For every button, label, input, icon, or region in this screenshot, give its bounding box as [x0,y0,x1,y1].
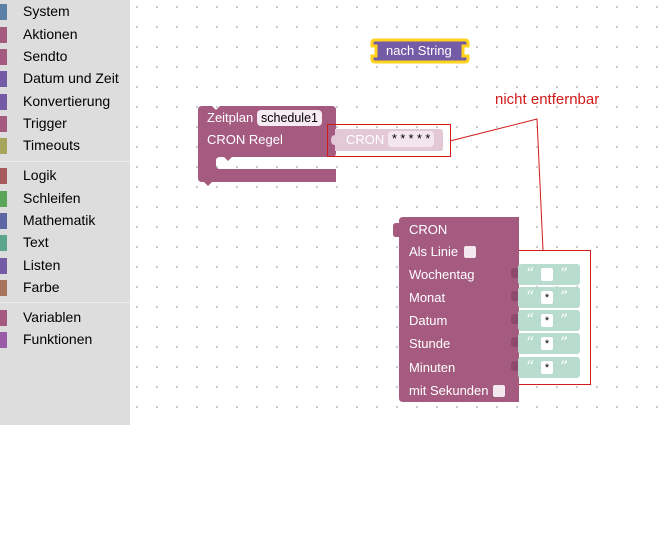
toolbox-item-label: Mathematik [23,212,96,228]
toolbox-item-trigger[interactable]: Trigger [0,114,130,134]
category-color [0,191,7,207]
toolbox-item-label: Aktionen [23,26,78,42]
text-block-monat[interactable]: “ * ” [518,287,580,308]
mit-sekunden-checkbox[interactable] [493,385,505,397]
toolbox-item-sendto[interactable]: Sendto [0,47,130,67]
toolbox-item-listen[interactable]: Listen [0,256,130,276]
toolbox-item-label: Konvertierung [23,93,111,109]
category-color [0,71,7,87]
category-color [0,49,7,65]
monat-label: Monat [409,290,446,305]
toolbox-item-schleifen[interactable]: Schleifen [0,189,130,209]
nach-string-block[interactable]: nach String [386,43,452,58]
toolbox-item-system[interactable]: System [0,2,130,22]
toolbox-item-label: Variablen [23,309,82,325]
text-block-wochentag[interactable]: “ ” [518,264,580,285]
quote-close-icon: ” [560,333,569,352]
quote-close-icon: ” [560,357,569,376]
toolbox-item-label: Text [23,234,49,250]
nach-string-block-shape [370,38,470,64]
quote-open-icon: “ [526,357,535,376]
annotation-box-inline [327,124,451,157]
input-connectors [511,268,519,371]
als-linie-checkbox[interactable] [464,246,476,258]
toolbox-item-funktionen[interactable]: Funktionen [0,330,130,350]
category-color [0,116,7,132]
category-color [0,332,7,348]
inline-cron-block[interactable]: CRON [346,132,385,147]
toolbox-item-logik[interactable]: Logik [0,166,130,186]
text-block-stunde[interactable]: “ * ” [518,333,580,354]
quote-close-icon: ” [560,310,569,329]
toolbox-separator [0,302,130,303]
toolbox-separator [0,161,130,162]
cron-regel-label: CRON Regel [207,132,283,147]
toolbox-item-label: Trigger [23,115,67,131]
toolbox-item-label: Funktionen [23,331,93,347]
toolbox-item-label: Listen [23,257,61,273]
category-color [0,168,7,184]
quote-open-icon: “ [526,287,535,306]
category-color [0,94,7,110]
quote-close-icon: ” [560,264,569,283]
toolbox-item-label: Farbe [23,279,60,295]
quote-open-icon: “ [526,264,535,283]
category-color [0,258,7,274]
text-field[interactable] [541,268,553,281]
text-field[interactable]: * [541,314,553,327]
toolbox-item-label: Datum und Zeit [23,70,119,86]
toolbox-item-farbe[interactable]: Farbe [0,278,130,298]
category-color [0,138,7,154]
toolbox-item-mathematik[interactable]: Mathematik [0,211,130,231]
cron-block-title[interactable]: CRON [409,222,448,237]
toolbox-item-label: Schleifen [23,190,81,206]
schedule-name-field[interactable]: schedule1 [257,110,322,126]
category-color [0,27,7,43]
toolbox-item-datum-und-zeit[interactable]: Datum und Zeit [0,69,130,89]
toolbox-item-label: Sendto [23,48,68,64]
als-linie-label: Als Linie [409,244,459,259]
quote-open-icon: “ [526,310,535,329]
category-color [0,4,7,20]
text-block-datum[interactable]: “ * ” [518,310,580,331]
zeitplan-label: Zeitplan [207,110,254,125]
toolbox-item-timeouts[interactable]: Timeouts [0,136,130,156]
category-color [0,213,7,229]
annotation-line [449,118,544,251]
zeitplan-block-shape [198,106,336,186]
text-field[interactable]: * [541,291,553,304]
minuten-label: Minuten [409,360,456,375]
category-color [0,310,7,326]
toolbox: System Aktionen Sendto Datum und Zeit Ko… [0,0,130,425]
category-color [0,235,7,251]
stunde-label: Stunde [409,336,451,351]
text-field[interactable]: * [541,361,553,374]
quote-close-icon: ” [560,287,569,306]
datum-label: Datum [409,313,448,328]
toolbox-item-text[interactable]: Text [0,233,130,253]
wochentag-label: Wochentag [409,267,475,282]
blockly-workspace[interactable] [130,0,671,425]
quote-open-icon: “ [526,333,535,352]
text-field[interactable]: * [541,337,553,350]
annotation-label: nicht entfernbar [495,91,600,108]
text-block-minuten[interactable]: “ * ” [518,357,580,378]
toolbox-item-konvertierung[interactable]: Konvertierung [0,92,130,112]
inline-cron-value[interactable]: * * * * * [388,131,435,147]
cron-block-shape [393,217,519,402]
category-color [0,280,7,296]
toolbox-item-label: Logik [23,167,57,183]
toolbox-item-label: System [23,3,70,19]
toolbox-item-aktionen[interactable]: Aktionen [0,25,130,45]
toolbox-item-variablen[interactable]: Variablen [0,308,130,328]
mit-sekunden-label: mit Sekunden [409,383,489,398]
toolbox-item-label: Timeouts [23,137,81,153]
